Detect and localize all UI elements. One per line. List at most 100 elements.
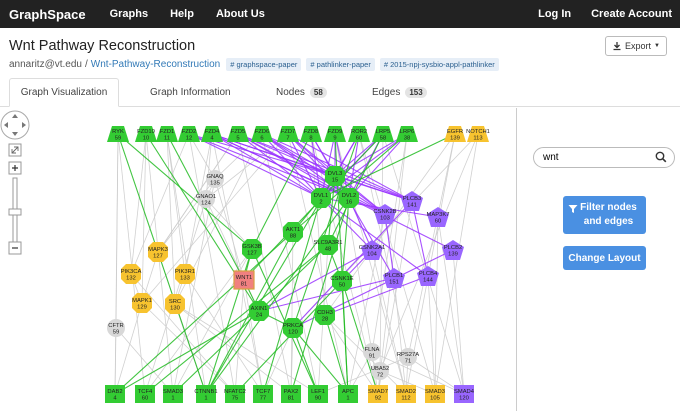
edge-purple[interactable]	[334, 175, 413, 202]
edge-green[interactable]	[320, 133, 456, 199]
edge-purple[interactable]	[334, 133, 408, 177]
edge-green[interactable]	[292, 133, 360, 329]
edge-purple[interactable]	[237, 133, 413, 202]
graph-name-link[interactable]: Wnt-Pathway-Reconstruction	[90, 59, 221, 70]
edge-purple[interactable]	[287, 133, 413, 202]
edge-purple[interactable]	[258, 277, 395, 312]
edge-gray[interactable]	[379, 133, 479, 372]
edge-gray[interactable]	[379, 133, 384, 372]
edge-gray[interactable]	[427, 275, 436, 395]
export-button[interactable]: Export ▼	[605, 36, 667, 56]
edge-gray[interactable]	[174, 303, 319, 395]
edge-gray[interactable]	[115, 327, 174, 395]
edge-green[interactable]	[292, 327, 349, 395]
edge-purple[interactable]	[324, 275, 429, 316]
edge-gray[interactable]	[205, 133, 289, 200]
change-layout-button[interactable]: Change Layout	[563, 246, 646, 270]
edge-purple[interactable]	[188, 133, 350, 199]
edge-purple[interactable]	[188, 133, 322, 199]
edge-gray[interactable]	[324, 314, 379, 395]
edge-green[interactable]	[341, 280, 379, 395]
edge-purple[interactable]	[237, 133, 322, 199]
brand-logo[interactable]: GraphSpace	[9, 6, 86, 22]
edge-gray[interactable]	[130, 133, 147, 275]
edge-gray[interactable]	[371, 351, 465, 395]
tag-npj-sysbio[interactable]: # 2015-npj-sysbio-appl-pathlinker	[379, 58, 499, 71]
edge-green[interactable]	[205, 197, 350, 395]
edge-purple[interactable]	[287, 133, 350, 199]
nav-about-link[interactable]: About Us	[215, 8, 265, 20]
edge-gray[interactable]	[437, 216, 465, 395]
edge-gray[interactable]	[371, 249, 407, 395]
edge-gray[interactable]	[290, 231, 294, 395]
zoom-slider-handle[interactable]	[8, 208, 22, 216]
edge-gray[interactable]	[334, 133, 407, 395]
edge-purple[interactable]	[310, 133, 322, 199]
graph-canvas[interactable]: RYK59FZD1010FZD111FZD212FZD44FZD55FZD66F…	[0, 108, 516, 411]
edge-purple[interactable]	[237, 133, 386, 215]
edge-gray[interactable]	[237, 133, 292, 395]
edge-gray[interactable]	[317, 356, 409, 395]
edge-gray[interactable]	[141, 302, 236, 395]
edge-green[interactable]	[205, 175, 336, 395]
edge-green[interactable]	[251, 133, 312, 250]
edge-purple[interactable]	[384, 213, 395, 279]
edge-purple[interactable]	[287, 133, 322, 199]
edge-green[interactable]	[262, 197, 322, 395]
edge-purple[interactable]	[261, 133, 322, 199]
edge-gray[interactable]	[452, 249, 465, 395]
search-icon[interactable]	[655, 151, 667, 163]
edge-gray[interactable]	[188, 133, 236, 395]
search-input[interactable]	[543, 152, 653, 163]
edge-purple[interactable]	[261, 133, 386, 215]
edge-green[interactable]	[243, 133, 384, 281]
edge-purple[interactable]	[292, 200, 413, 329]
tab-graph-information[interactable]: Graph Information	[150, 78, 231, 107]
edge-green[interactable]	[114, 310, 260, 395]
login-link[interactable]: Log In	[538, 8, 572, 20]
edge-purple[interactable]	[348, 197, 454, 251]
edge-green[interactable]	[341, 197, 350, 282]
edge-green[interactable]	[117, 133, 253, 250]
